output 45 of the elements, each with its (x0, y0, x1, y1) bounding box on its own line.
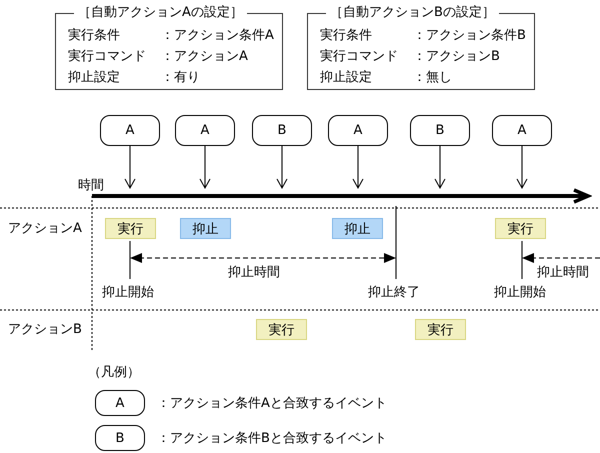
event-box: B (95, 425, 145, 451)
event-box: B (252, 115, 312, 146)
setting-value: ：アクションA (161, 48, 248, 65)
arrow (124, 146, 136, 188)
setting-value: ：有り (161, 69, 200, 86)
setting-name: 実行コマンド (68, 48, 146, 65)
duration-label: 抑止時間 (228, 264, 280, 281)
event-box: A (100, 115, 160, 146)
settings-title: ［自動アクションBの設定］ (326, 5, 499, 21)
event-label: 抑止開始 (102, 284, 154, 301)
action-stop-box: 抑止 (180, 218, 231, 239)
action-run-box: 実行 (256, 319, 307, 340)
setting-value: ：無し (413, 69, 452, 86)
setting-value: ：アクション条件B (413, 27, 526, 44)
arrow (352, 146, 364, 188)
arrow (200, 146, 210, 188)
setting-name: 抑止設定 (320, 69, 372, 86)
setting-value: ：アクション条件A (161, 27, 274, 44)
settings-title: ［自動アクションAの設定］ (74, 5, 247, 21)
setting-value: ：アクションB (413, 48, 500, 65)
action-run-box: 実行 (415, 319, 466, 340)
action-run-box: 実行 (495, 218, 546, 239)
arrow (276, 146, 288, 188)
axis-label: 時間 (78, 177, 104, 194)
setting-name: 実行条件 (68, 27, 120, 44)
action-stop-box: 抑止 (332, 218, 383, 239)
duration-label: 抑止時間 (537, 264, 589, 281)
row-label: アクションA (8, 220, 82, 237)
arrow (434, 146, 446, 188)
event-box: A (328, 115, 388, 146)
arrow (516, 146, 528, 188)
legend-title: （凡例） (88, 364, 140, 381)
event-box: B (410, 115, 470, 146)
event-box: A (95, 390, 145, 416)
setting-name: 抑止設定 (68, 69, 120, 86)
row-label: アクションB (8, 321, 82, 338)
event-label: 抑止終了 (368, 284, 420, 301)
event-label: 抑止開始 (494, 284, 546, 301)
legend-text: ：アクション条件Bと合致するイベント (157, 430, 387, 447)
event-box: A (492, 115, 552, 146)
setting-name: 実行条件 (320, 27, 372, 44)
action-run-box: 実行 (105, 218, 156, 239)
event-box: A (175, 115, 235, 146)
legend-text: ：アクション条件Aと合致するイベント (157, 395, 387, 412)
setting-name: 実行コマンド (320, 48, 398, 65)
